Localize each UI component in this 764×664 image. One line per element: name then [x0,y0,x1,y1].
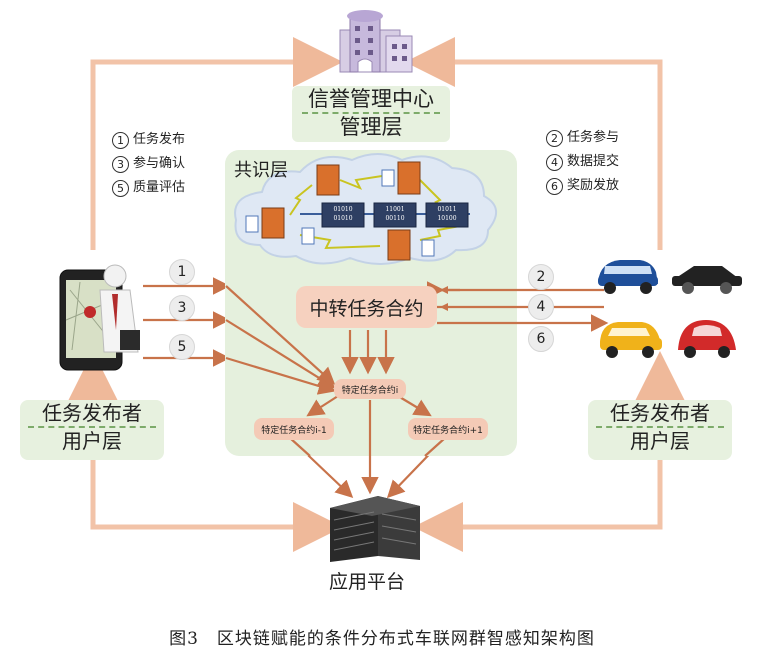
car-icon [600,322,662,358]
phone-businessman-icon [59,264,140,371]
car-icon [678,320,736,358]
car-icon [672,266,742,294]
car-icon [598,260,658,294]
management-layer-label: 管理层 [339,115,403,139]
server-icon [330,496,420,562]
building-icon [339,10,413,73]
management-layer-box: 信誉管理中心 管理层 [292,86,450,142]
outer-frame [68,37,685,552]
management-center-label: 信誉管理中心 [302,86,440,114]
